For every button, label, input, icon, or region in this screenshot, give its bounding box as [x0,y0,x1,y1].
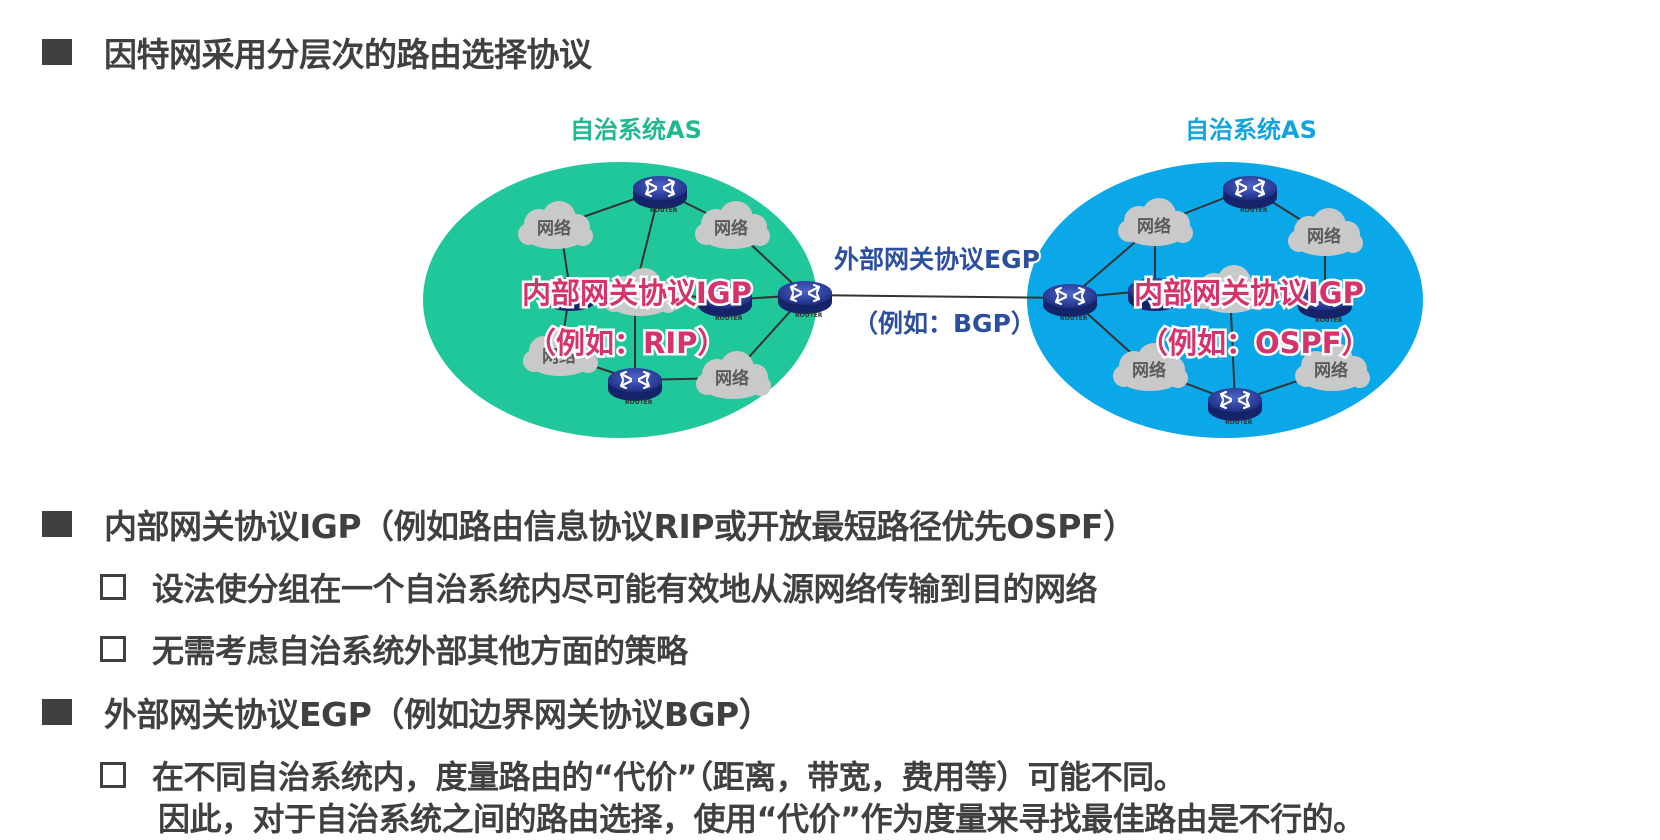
right-igp-label: 内部网关协议IGP [1134,276,1364,310]
sub-bullet-text: 在不同自治系统内，度量路由的“代价”（距离，带宽，费用等）可能不同。 [152,758,1186,796]
title-row: 因特网采用分层次的路由选择协议 [42,28,592,76]
sub-bullet-continuation: 因此，对于自治系统之间的路由选择，使用“代价”作为度量来寻找最佳路由是不行的。 [158,800,1365,838]
right-cloud-5: 网络 [1295,343,1370,391]
cloud-label: 网络 [542,346,576,367]
cloud-label: 网络 [1132,360,1166,381]
router-icon: ROUTER [1221,174,1279,214]
svg-text:ROUTER: ROUTER [650,207,678,214]
left-cloud-5: 网络 [696,351,771,399]
svg-text:ROUTER: ROUTER [625,399,653,406]
router-icon: ROUTER [696,282,754,322]
svg-text:ROUTER: ROUTER [1225,419,1253,426]
checkbox-square-icon [100,636,126,662]
egp-link [804,294,1071,299]
egp-example: （例如：BGP） [853,309,1036,338]
egp-label: 外部网关协议EGP [834,245,1040,274]
router-icon: ROUTER [631,174,689,214]
left-cloud-2: 网络 [695,201,770,249]
right-cloud-1: 网络 [1118,198,1193,246]
svg-text:ROUTER: ROUTER [1240,207,1268,214]
left-cloud-4: 网络 [523,328,598,376]
bullet-igp: 内部网关协议IGP（例如路由信息协议RIP或开放最短路径优先OSPF） [42,500,1136,548]
right-as-title: 自治系统AS [1185,116,1317,144]
left-as-title: 自治系统AS [570,116,702,144]
router-icon: ROUTER [1041,282,1099,322]
left-igp-label: 内部网关协议IGP [522,276,752,310]
svg-text:ROUTER: ROUTER [1060,315,1088,322]
sub-bullet-text: 无需考虑自治系统外部其他方面的策略 [152,632,688,670]
cloud-label: 网络 [537,218,571,239]
right-cloud-2: 网络 [1288,208,1363,256]
bullet-text: 外部网关协议EGP（例如边界网关协议BGP） [104,695,772,734]
bullet-square-icon [42,39,72,65]
right-cloud-4: 网络 [1113,343,1188,391]
router-icon: ROUTER [1206,386,1264,426]
bullet-egp: 外部网关协议EGP（例如边界网关协议BGP） [42,688,772,736]
checkbox-square-icon [100,762,126,788]
left-igp-example: （例如：RIP） [527,326,726,360]
sub-bullet: 无需考虑自治系统外部其他方面的策略 [100,626,688,672]
sub-bullet-text: 设法使分组在一个自治系统内尽可能有效地从源网络传输到目的网络 [152,570,1098,608]
bullet-square-icon [42,511,72,537]
router-icon: ROUTER [1296,284,1354,324]
as-routing-diagram: 自治系统AS 自治系统AS 网络 网络 网络 网络 网络 网络 网络 网络 [423,116,1423,438]
sub-bullet: 设法使分组在一个自治系统内尽可能有效地从源网络传输到目的网络 [100,564,1098,610]
bullet-text: 内部网关协议IGP（例如路由信息协议RIP或开放最短路径优先OSPF） [104,507,1136,546]
cloud-label: 网络 [1314,360,1348,381]
cloud-label: 网络 [1307,226,1341,247]
cloud-label: 网络 [715,368,749,389]
svg-text:ROUTER: ROUTER [715,315,743,322]
page-title: 因特网采用分层次的路由选择协议 [104,35,592,74]
left-cloud-1: 网络 [518,201,593,249]
right-igp-example: （例如：OSPF） [1139,326,1371,360]
sub-bullet: 在不同自治系统内，度量路由的“代价”（距离，带宽，费用等）可能不同。 [100,752,1186,798]
bullet-square-icon [42,699,72,725]
checkbox-square-icon [100,574,126,600]
cloud-label: 网络 [1137,216,1171,237]
router-icon: ROUTER [776,279,834,319]
svg-text:ROUTER: ROUTER [795,312,823,319]
svg-text:ROUTER: ROUTER [1315,317,1343,324]
router-icon: ROUTER [606,366,664,406]
cloud-label: 网络 [714,218,748,239]
